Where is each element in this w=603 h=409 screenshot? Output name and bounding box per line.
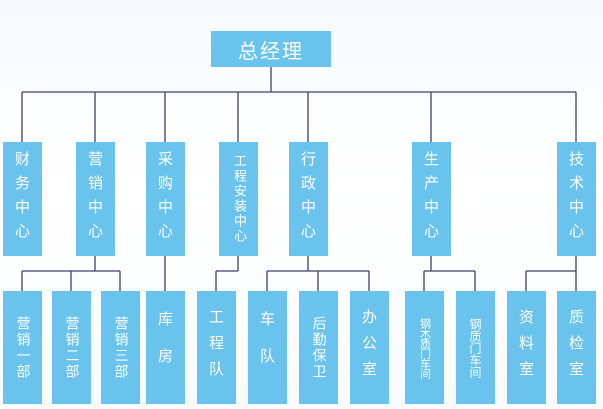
dept-quality-inspection-box: 质检室 — [557, 291, 596, 404]
dept-marketing-1-box: 营销一部 — [3, 291, 42, 404]
connector-lines — [21, 67, 577, 291]
center-procurement-box: 采购中心 — [146, 142, 185, 256]
dept-archives-label: 资料室 — [517, 308, 535, 387]
center-procurement-label: 采购中心 — [156, 151, 174, 247]
dept-logistics-security-label: 后勤保卫 — [310, 315, 327, 380]
dept-steel-door-workshop-label: 钢质门车间 — [468, 317, 482, 378]
dept-marketing-1-label: 营销一部 — [14, 315, 31, 380]
dept-office-box: 办公室 — [350, 291, 389, 404]
center-finance-box: 财务中心 — [3, 142, 42, 256]
center-engineering-label: 工程安装中心 — [231, 154, 246, 244]
dept-office-label: 办公室 — [360, 308, 378, 387]
general-manager-box: 总经理 — [211, 31, 331, 67]
dept-steel-wood-door-workshop-label: 钢木质门车间 — [418, 317, 432, 378]
dept-marketing-3-label: 营销三部 — [112, 315, 129, 380]
center-admin-box: 行政中心 — [289, 142, 328, 256]
dept-warehouse-box: 库房 — [146, 291, 185, 404]
dept-quality-inspection-label: 质检室 — [567, 308, 585, 387]
center-marketing-label: 营销中心 — [86, 151, 104, 247]
dept-marketing-3-box: 营销三部 — [101, 291, 140, 404]
center-admin-label: 行政中心 — [299, 151, 317, 247]
center-technology-box: 技术中心 — [557, 142, 596, 256]
dept-logistics-security-box: 后勤保卫 — [299, 291, 338, 404]
center-finance-label: 财务中心 — [13, 151, 31, 247]
general-manager-label: 总经理 — [238, 38, 304, 63]
center-production-box: 生产中心 — [412, 142, 451, 256]
center-marketing-box: 营销中心 — [76, 142, 115, 256]
center-engineering-box: 工程安装中心 — [219, 142, 258, 256]
dept-engineering-team-box: 工程队 — [197, 291, 236, 404]
dept-fleet-box: 车队 — [248, 291, 287, 404]
center-production-label: 生产中心 — [422, 151, 440, 247]
center-technology-label: 技术中心 — [567, 151, 585, 247]
dept-marketing-2-box: 营销二部 — [52, 291, 91, 404]
dept-archives-box: 资料室 — [507, 291, 546, 404]
dept-warehouse-label: 库房 — [156, 310, 174, 385]
dept-steel-wood-door-workshop-box: 钢木质门车间 — [405, 291, 444, 404]
dept-steel-door-workshop-box: 钢质门车间 — [456, 291, 495, 404]
dept-engineering-team-label: 工程队 — [207, 308, 225, 387]
dept-marketing-2-label: 营销二部 — [63, 315, 80, 380]
dept-fleet-label: 车队 — [258, 310, 276, 385]
